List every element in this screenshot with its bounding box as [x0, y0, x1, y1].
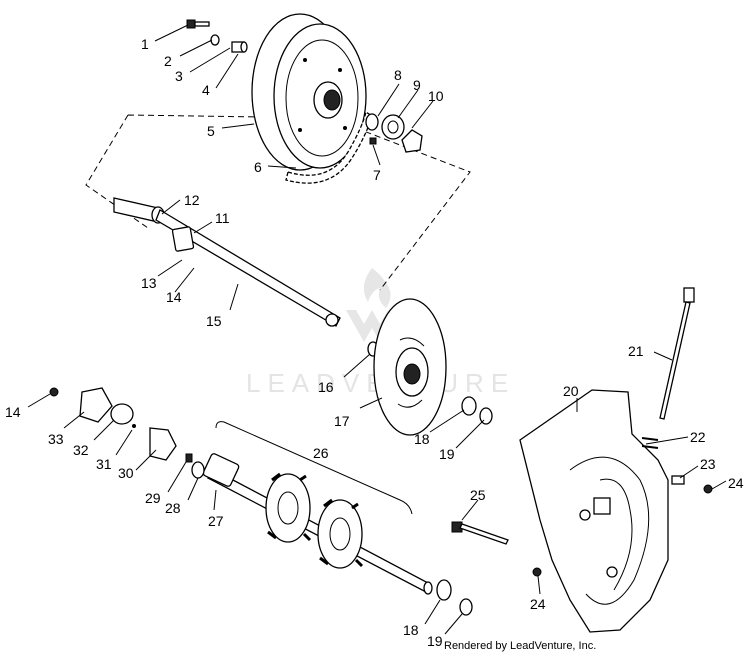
callout-7: 7 — [373, 167, 381, 183]
callout-24: 24 — [728, 475, 744, 491]
callout-24: 24 — [530, 596, 546, 612]
callout-11: 11 — [215, 210, 230, 226]
callout-8: 8 — [394, 67, 402, 83]
bolt-part — [451, 521, 509, 545]
callout-5: 5 — [207, 123, 215, 139]
callout-19: 19 — [427, 633, 443, 649]
bearing-part — [110, 403, 134, 425]
assembly-bracket-line — [215, 421, 413, 515]
bolt-part — [186, 19, 210, 29]
callout-15: 15 — [206, 313, 222, 329]
dipstick-part — [659, 287, 695, 420]
callout-25: 25 — [470, 487, 486, 503]
callout-17: 17 — [334, 413, 350, 429]
callout-32: 32 — [73, 442, 89, 458]
nut-part — [381, 114, 405, 140]
callout-18: 18 — [414, 431, 430, 447]
chaincase-housing-part — [519, 389, 669, 633]
rivet-part — [132, 424, 136, 428]
callout-10: 10 — [428, 88, 444, 104]
brake-disc-part — [373, 298, 447, 436]
callout-22: 22 — [690, 429, 706, 445]
jackshaft-part — [113, 197, 341, 327]
callout-21: 21 — [628, 343, 644, 359]
callout-23: 23 — [700, 456, 716, 472]
callout-6: 6 — [254, 159, 262, 175]
track-drive-shaft-part — [202, 453, 433, 595]
callout-labels: 1 2 3 4 5 6 7 8 9 10 12 11 13 14 15 16 1… — [5, 36, 744, 649]
nut-part — [532, 567, 542, 577]
nut-part — [703, 484, 713, 494]
roll-pin-part — [641, 437, 659, 449]
callout-4: 4 — [202, 82, 210, 98]
bearing-flange-part — [149, 427, 177, 461]
callout-28: 28 — [165, 500, 181, 516]
callout-16: 16 — [318, 379, 334, 395]
callout-18: 18 — [403, 622, 419, 638]
callout-29: 29 — [145, 490, 161, 506]
nut-part — [49, 387, 59, 397]
callout-31: 31 — [96, 456, 112, 472]
driven-pulley-part — [251, 13, 367, 171]
leader-lines — [27, 24, 727, 635]
callout-3: 3 — [175, 68, 183, 84]
fitting-part — [671, 475, 685, 485]
callout-13: 13 — [141, 275, 157, 291]
credit-text: Rendered by LeadVenture, Inc. — [444, 640, 596, 652]
callout-2: 2 — [164, 53, 172, 69]
bearing-part — [436, 579, 452, 601]
callout-30: 30 — [118, 465, 134, 481]
bearing-part — [191, 461, 205, 479]
bearing-part — [461, 396, 477, 416]
callout-26: 26 — [313, 445, 329, 461]
callout-1: 1 — [141, 36, 149, 52]
bolt-part — [369, 137, 377, 145]
callout-12: 12 — [184, 192, 200, 208]
callout-14: 14 — [166, 289, 182, 305]
callout-27: 27 — [208, 513, 224, 529]
washer-part — [210, 34, 220, 46]
spacer-part — [231, 41, 248, 53]
callout-9: 9 — [413, 77, 421, 93]
callout-14: 14 — [5, 404, 21, 420]
callout-19: 19 — [439, 446, 455, 462]
flange-plate-part — [79, 387, 113, 423]
bracket-part — [401, 129, 423, 153]
washer-part — [365, 113, 379, 131]
seal-ring-part — [479, 407, 493, 425]
callout-20: 20 — [563, 383, 579, 399]
seal-ring-part — [459, 598, 473, 616]
callout-33: 33 — [48, 431, 64, 447]
bolt-part — [185, 453, 193, 463]
